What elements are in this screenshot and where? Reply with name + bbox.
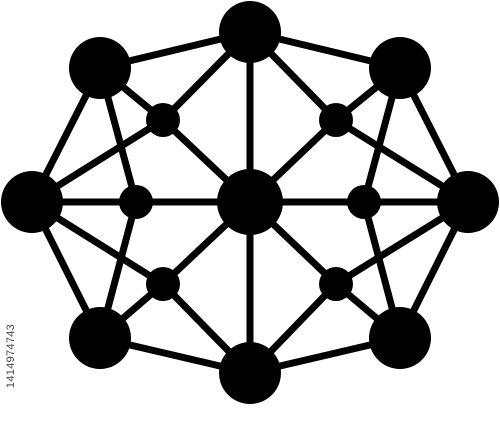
node-inner-lower-right [319,267,353,301]
network-nodes [1,1,499,404]
node-top [219,1,281,63]
node-center [217,169,283,235]
node-mid-left [119,185,153,219]
network-molecule-icon [1,1,499,404]
node-left [1,171,63,233]
node-bottom [219,342,281,404]
node-right [437,171,499,233]
stock-id-label: 1414974743 [5,323,17,389]
node-inner-upper-left [146,103,180,137]
node-upper-left [69,37,131,99]
node-inner-upper-right [319,103,353,137]
node-lower-left [69,307,131,369]
node-upper-right [369,37,431,99]
node-inner-lower-left [146,267,180,301]
node-mid-right [347,185,381,219]
node-lower-right [369,307,431,369]
